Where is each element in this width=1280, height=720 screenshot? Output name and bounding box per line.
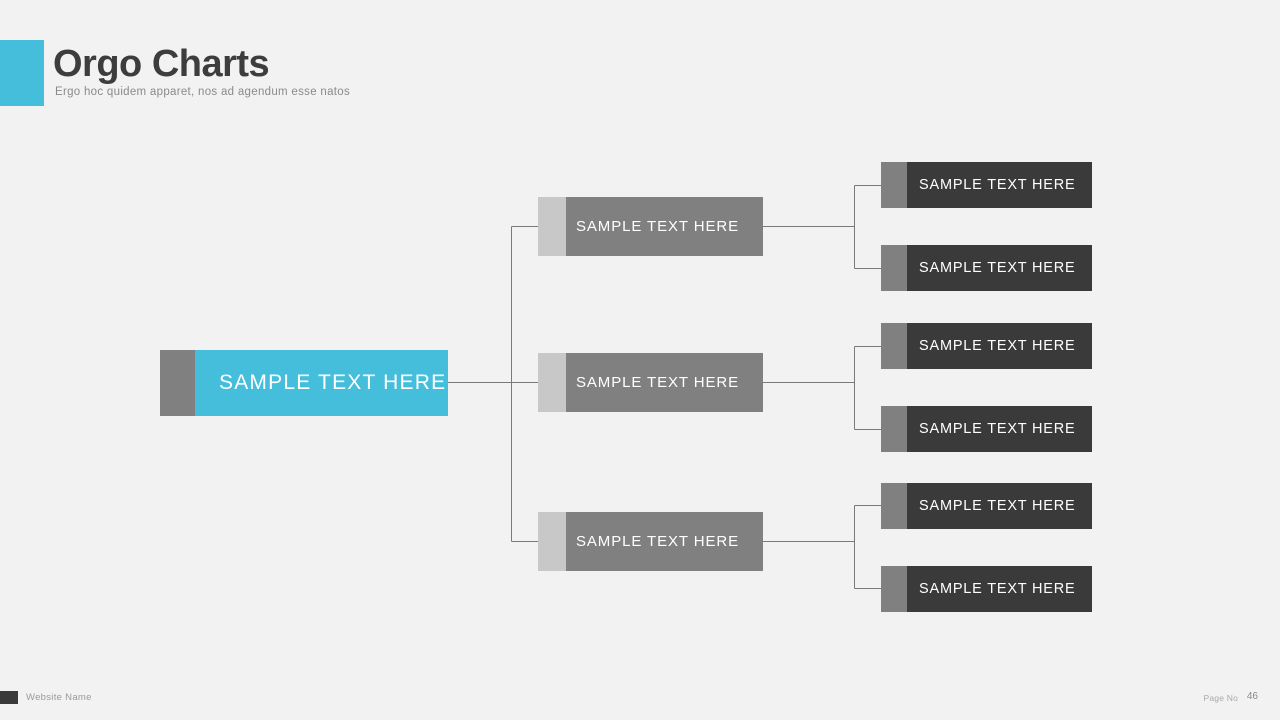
node-accent-tab xyxy=(881,406,907,452)
org-node-leaf-2-1[interactable]: SAMPLE TEXT HERE xyxy=(881,323,1092,369)
node-label: SAMPLE TEXT HERE xyxy=(907,323,1092,369)
org-node-leaf-3-2[interactable]: SAMPLE TEXT HERE xyxy=(881,566,1092,612)
node-label: SAMPLE TEXT HERE xyxy=(907,162,1092,208)
org-node-leaf-2-2[interactable]: SAMPLE TEXT HERE xyxy=(881,406,1092,452)
node-accent-tab xyxy=(538,512,566,571)
node-accent-tab xyxy=(538,353,566,412)
org-node-branch-1[interactable]: SAMPLE TEXT HERE xyxy=(538,197,763,256)
node-accent-tab xyxy=(881,162,907,208)
node-accent-tab xyxy=(881,323,907,369)
node-label: SAMPLE TEXT HERE xyxy=(907,245,1092,291)
node-label: SAMPLE TEXT HERE xyxy=(566,512,763,571)
node-accent-tab xyxy=(881,245,907,291)
node-label: SAMPLE TEXT HERE xyxy=(907,406,1092,452)
page-title: Orgo Charts xyxy=(53,43,270,85)
org-node-branch-3[interactable]: SAMPLE TEXT HERE xyxy=(538,512,763,571)
org-node-leaf-1-1[interactable]: SAMPLE TEXT HERE xyxy=(881,162,1092,208)
node-accent-tab xyxy=(160,350,195,416)
node-label: SAMPLE TEXT HERE xyxy=(907,566,1092,612)
page-subtitle: Ergo hoc quidem apparet, nos ad agendum … xyxy=(55,86,351,98)
node-accent-tab xyxy=(538,197,566,256)
footer-marker xyxy=(0,691,18,704)
org-node-leaf-3-1[interactable]: SAMPLE TEXT HERE xyxy=(881,483,1092,529)
footer-page-number: 46 xyxy=(1246,691,1258,702)
node-accent-tab xyxy=(881,483,907,529)
org-node-branch-2[interactable]: SAMPLE TEXT HERE xyxy=(538,353,763,412)
node-label: SAMPLE TEXT HERE xyxy=(195,350,448,416)
node-label: SAMPLE TEXT HERE xyxy=(907,483,1092,529)
org-node-leaf-1-2[interactable]: SAMPLE TEXT HERE xyxy=(881,245,1092,291)
node-label: SAMPLE TEXT HERE xyxy=(566,353,763,412)
node-accent-tab xyxy=(881,566,907,612)
node-label: SAMPLE TEXT HERE xyxy=(566,197,763,256)
footer-page-label: Page No xyxy=(1203,693,1238,703)
org-node-root[interactable]: SAMPLE TEXT HERE xyxy=(160,350,448,416)
footer-website-name: Website Name xyxy=(26,692,92,703)
header-accent-block xyxy=(0,40,44,106)
